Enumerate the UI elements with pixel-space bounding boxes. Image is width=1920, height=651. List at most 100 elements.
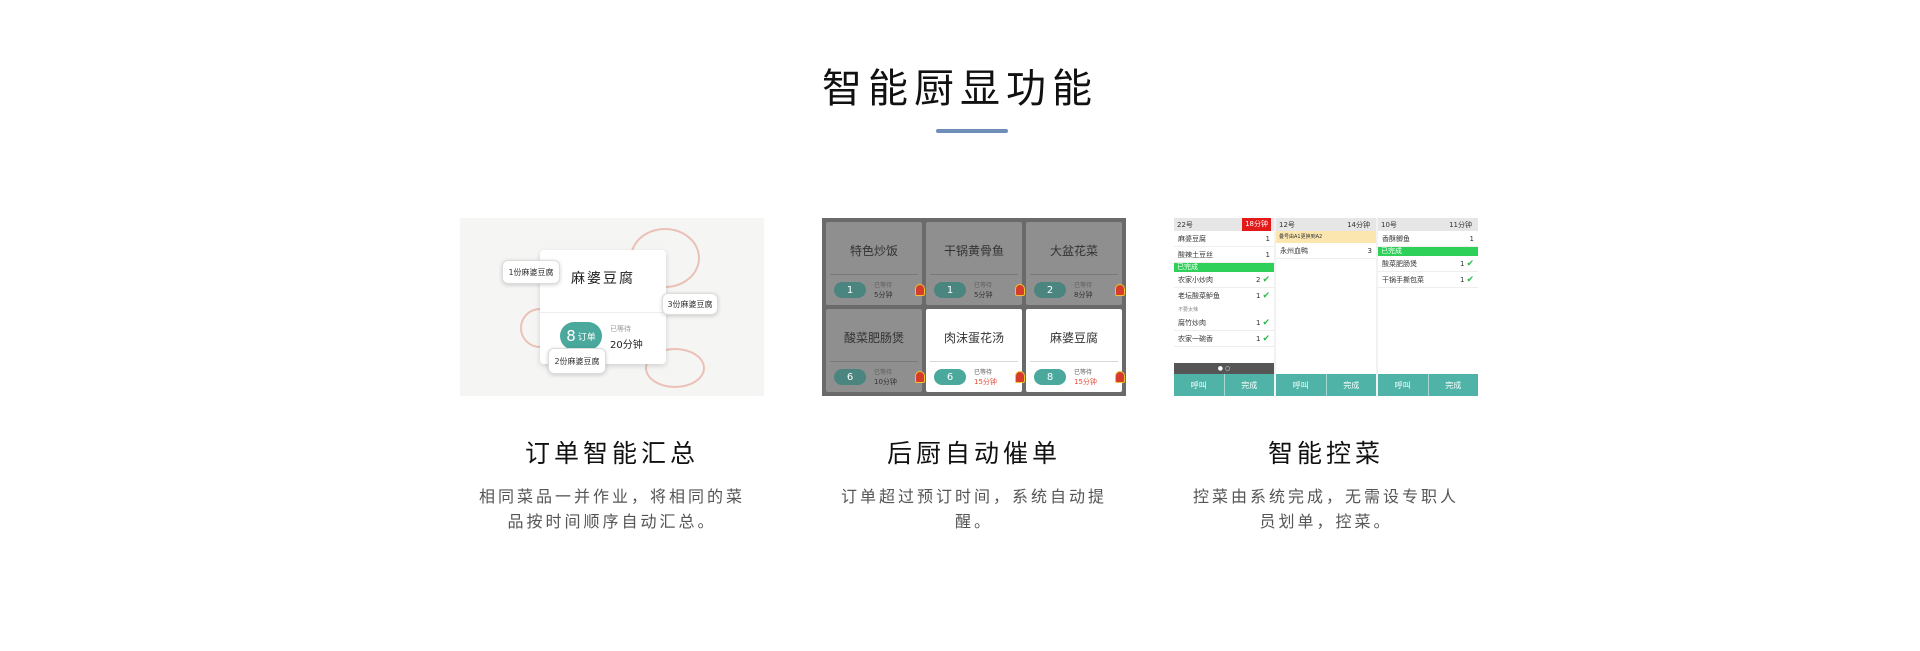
flower-decoration: [645, 348, 705, 388]
elapsed-time: 11分钟: [1449, 220, 1472, 229]
tile-count-badge: 1: [834, 282, 866, 298]
feature-description-line: 品按时间顺序自动汇总。: [507, 512, 717, 531]
alert-bell-icon: [1015, 284, 1025, 296]
call-button[interactable]: 呼叫: [1378, 374, 1429, 396]
tile-wait-label: 已等待: [874, 369, 893, 376]
tile-count-badge: 6: [834, 369, 866, 385]
tile-count-badge: 8: [1034, 369, 1066, 385]
column-actions: 呼叫 完成: [1378, 374, 1478, 396]
title-underline: [936, 129, 1008, 133]
check-icon: ✔: [1466, 274, 1474, 285]
tile-dish-name: 酸菜肥肠煲: [843, 331, 904, 345]
tile-wait-value: 15分钟: [1074, 378, 1097, 386]
completed-bar: 已完成: [1174, 263, 1274, 272]
feature-description-line: 控菜由系统完成，无需设专职人: [1192, 487, 1459, 506]
feature-title: 智能控菜: [1267, 439, 1384, 468]
check-icon: ✔: [1262, 274, 1270, 285]
feature-description-line: 订单超过预订时间，系统自动提醒。: [840, 487, 1107, 531]
portion-bubble: 1份麻婆豆腐: [502, 260, 560, 284]
table-number: 12号: [1279, 220, 1295, 229]
feature-title: 后厨自动催单: [886, 439, 1061, 468]
order-label: 订单: [577, 332, 596, 343]
tile-wait-value: 5分钟: [874, 291, 893, 299]
table-number: 22号: [1177, 220, 1193, 229]
elapsed-time: 18分钟: [1242, 218, 1271, 231]
tile-wait-value: 10分钟: [874, 378, 897, 386]
alert-bell-icon: [1115, 284, 1125, 296]
finish-button[interactable]: 完成: [1343, 380, 1360, 390]
call-button[interactable]: 呼叫: [1276, 374, 1327, 396]
notice-bar: 叠号由A1更换到A2: [1276, 231, 1376, 243]
check-icon: ✔: [1262, 317, 1270, 328]
portion-bubble: 2份麻婆豆腐: [548, 348, 606, 374]
tile-count-badge: 6: [934, 369, 966, 385]
dish-note: 不要太辣: [1178, 307, 1199, 313]
elapsed-time: 14分钟: [1347, 220, 1370, 229]
tile-count-badge: 2: [1034, 282, 1066, 298]
tile-wait-label: 已等待: [974, 369, 993, 376]
section-title: 智能厨显功能: [822, 66, 1098, 112]
call-button[interactable]: 呼叫: [1174, 374, 1225, 396]
feature-description: 控菜由系统完成，无需设专职人 员划单，控菜。: [1174, 484, 1478, 534]
check-icon: ✔: [1466, 258, 1474, 269]
feature-title: 订单智能汇总: [524, 439, 699, 468]
column-actions: 呼叫 完成: [1174, 374, 1274, 396]
tile-wait-label: 已等待: [974, 282, 993, 289]
feature-description: 订单超过预订时间，系统自动提醒。: [822, 484, 1126, 534]
wait-label: 已等待: [610, 325, 631, 333]
tile-dish-name: 特色炒饭: [849, 244, 898, 258]
order-summary-illustration: 麻婆豆腐 8 订单 已等待 20分钟 1份麻婆豆腐 3份麻婆豆腐 2份麻婆豆腐: [460, 218, 764, 396]
tile-wait-value: 15分钟: [974, 378, 997, 386]
wait-value: 20分钟: [610, 340, 643, 351]
order-count: 8: [566, 327, 576, 345]
tile-dish-name: 麻婆豆腐: [1049, 331, 1098, 345]
finish-button[interactable]: 完成: [1241, 380, 1258, 390]
tile-wait-value: 8分钟: [1074, 291, 1093, 299]
feature-order-summary: 麻婆豆腐 8 订单 已等待 20分钟 1份麻婆豆腐 3份麻婆豆腐 2份麻婆豆腐 …: [460, 218, 764, 534]
check-icon: ✔: [1262, 291, 1270, 301]
check-icon: ✔: [1262, 333, 1270, 344]
tile-wait-value: 5分钟: [974, 291, 993, 299]
tile-count-badge: 1: [934, 282, 966, 298]
alert-bell-icon: [1115, 371, 1125, 383]
completed-bar: 已完成: [1378, 247, 1478, 256]
alert-bell-icon: [915, 371, 925, 383]
tile-wait-label: 已等待: [1074, 282, 1093, 289]
portion-bubble: 3份麻婆豆腐: [662, 293, 718, 315]
page-indicator[interactable]: ● ○: [1174, 363, 1274, 374]
feature-description-line: 相同菜品一并作业，将相同的菜: [478, 487, 745, 506]
order-count-badge: 8 订单: [560, 322, 602, 350]
dish-tile[interactable]: 特色炒饭 1 已等待 5分钟: [826, 222, 925, 305]
feature-description-line: 员划单，控菜。: [1259, 512, 1393, 531]
dish-tile[interactable]: 酸菜肥肠煲 6 已等待 10分钟: [826, 309, 925, 392]
dish-name: 麻婆豆腐: [571, 271, 635, 287]
finish-button[interactable]: 完成: [1445, 380, 1462, 390]
column-header: 12号 14分钟: [1276, 218, 1376, 231]
dish-card: 麻婆豆腐 8 订单 已等待 20分钟: [540, 250, 666, 364]
tile-dish-name: 肉沫蛋花汤: [943, 331, 1004, 345]
alert-bell-icon: [1015, 371, 1025, 383]
column-actions: 呼叫 完成: [1276, 374, 1376, 396]
dish-tile[interactable]: 肉沫蛋花汤 6 已等待 15分钟: [926, 309, 1025, 392]
column-header: 10号 11分钟: [1378, 218, 1478, 231]
tile-wait-label: 已等待: [874, 282, 893, 289]
alert-bell-icon: [915, 284, 925, 296]
